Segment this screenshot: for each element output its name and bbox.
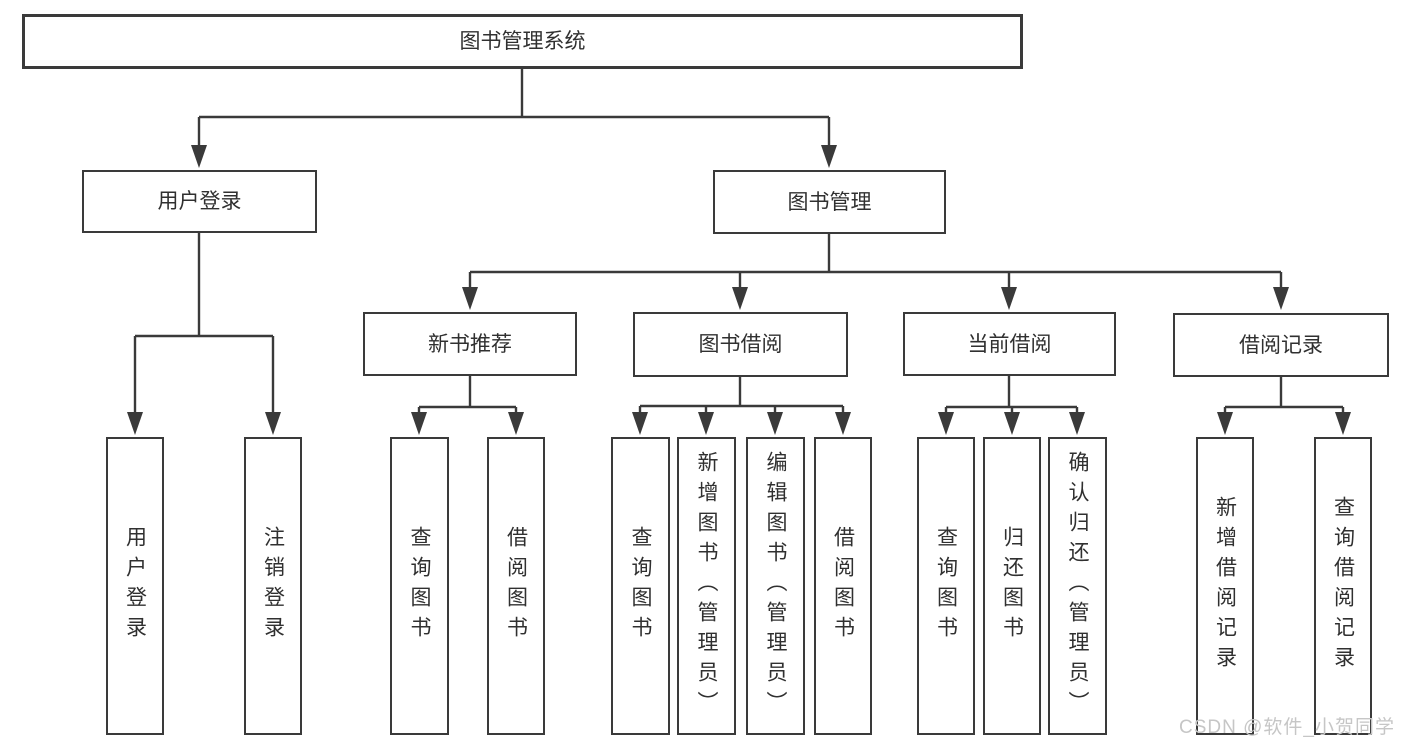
node-label: 借阅记录 [1239, 333, 1323, 357]
node-leaf-borrow-books: 借阅图书 [814, 437, 872, 735]
node-label: 图书借阅 [698, 333, 783, 356]
node-leaf-confirm-return-admin: 确认归还（管理员） [1048, 437, 1107, 735]
node-label: 查询图书 [408, 526, 431, 646]
node-label: 注销登录 [261, 526, 285, 646]
arrowhead [835, 412, 851, 435]
node-leaf-return-books: 归还图书 [983, 437, 1041, 735]
node-book-borrowing: 图书借阅 [633, 312, 848, 377]
node-user-login: 用户登录 [82, 170, 317, 233]
arrowhead [632, 412, 648, 435]
node-current-borrowing: 当前借阅 [903, 312, 1116, 376]
arrowhead [1001, 287, 1017, 310]
node-label: 当前借阅 [967, 332, 1052, 356]
arrowhead [1273, 287, 1289, 310]
arrowhead [732, 287, 748, 310]
node-label: 编辑图书（管理员） [764, 451, 787, 721]
arrowhead [698, 412, 714, 435]
node-leaf-query-borrow-record: 查询借阅记录 [1314, 437, 1372, 735]
arrowhead [938, 412, 954, 435]
node-label: 查询借阅记录 [1331, 496, 1355, 676]
node-leaf-add-borrow-record: 新增借阅记录 [1196, 437, 1254, 735]
node-label: 图书管理 [787, 190, 872, 214]
node-label: 借阅图书 [831, 526, 855, 646]
node-label: 查询图书 [934, 526, 958, 646]
node-borrowing-records: 借阅记录 [1173, 313, 1389, 377]
connector-records-subtree [1223, 377, 1345, 418]
arrowhead [767, 412, 783, 435]
arrowhead [411, 412, 427, 435]
node-library-management-system: 图书管理系统 [22, 14, 1023, 69]
arrowhead [265, 412, 281, 435]
node-leaf-query-books-borrowing: 查询图书 [611, 437, 670, 735]
arrowhead [508, 412, 524, 435]
arrowhead [462, 287, 478, 310]
arrowhead [1004, 412, 1020, 435]
node-label: 借阅图书 [504, 526, 528, 646]
node-new-book-recommend: 新书推荐 [363, 312, 577, 376]
node-label: 新书推荐 [428, 332, 512, 356]
arrowhead [1217, 412, 1233, 435]
connector-current-subtree [944, 376, 1079, 418]
arrowhead [821, 145, 837, 168]
node-label: 查询图书 [629, 526, 652, 646]
connector-borrowing-subtree [638, 377, 845, 418]
connector-user-login-subtree [133, 233, 275, 418]
watermark-text: CSDN @软件_小贺同学 [1179, 717, 1395, 738]
node-leaf-query-books-recommend: 查询图书 [390, 437, 449, 735]
arrowhead [1335, 412, 1351, 435]
node-leaf-logout: 注销登录 [244, 437, 302, 735]
node-label: 新增借阅记录 [1213, 496, 1237, 676]
node-leaf-user-login: 用户登录 [106, 437, 164, 735]
connector-recommend-subtree [417, 376, 518, 418]
node-label: 图书管理系统 [459, 30, 586, 53]
node-label: 确认归还（管理员） [1066, 451, 1089, 721]
node-leaf-edit-books-admin: 编辑图书（管理员） [746, 437, 805, 735]
node-label: 归还图书 [1000, 526, 1024, 646]
connector-management-to-level3 [468, 234, 1283, 292]
node-label: 用户登录 [157, 190, 242, 213]
node-leaf-borrow-books-recommend: 借阅图书 [487, 437, 545, 735]
connector-root-to-level2 [197, 69, 831, 150]
node-leaf-query-books-current: 查询图书 [917, 437, 975, 735]
node-leaf-add-books-admin: 新增图书（管理员） [677, 437, 736, 735]
node-label: 新增图书（管理员） [695, 451, 718, 721]
arrowhead [127, 412, 143, 435]
arrowhead [1069, 412, 1085, 435]
node-book-management: 图书管理 [713, 170, 946, 234]
node-label: 用户登录 [123, 526, 147, 646]
arrowhead [191, 145, 207, 168]
